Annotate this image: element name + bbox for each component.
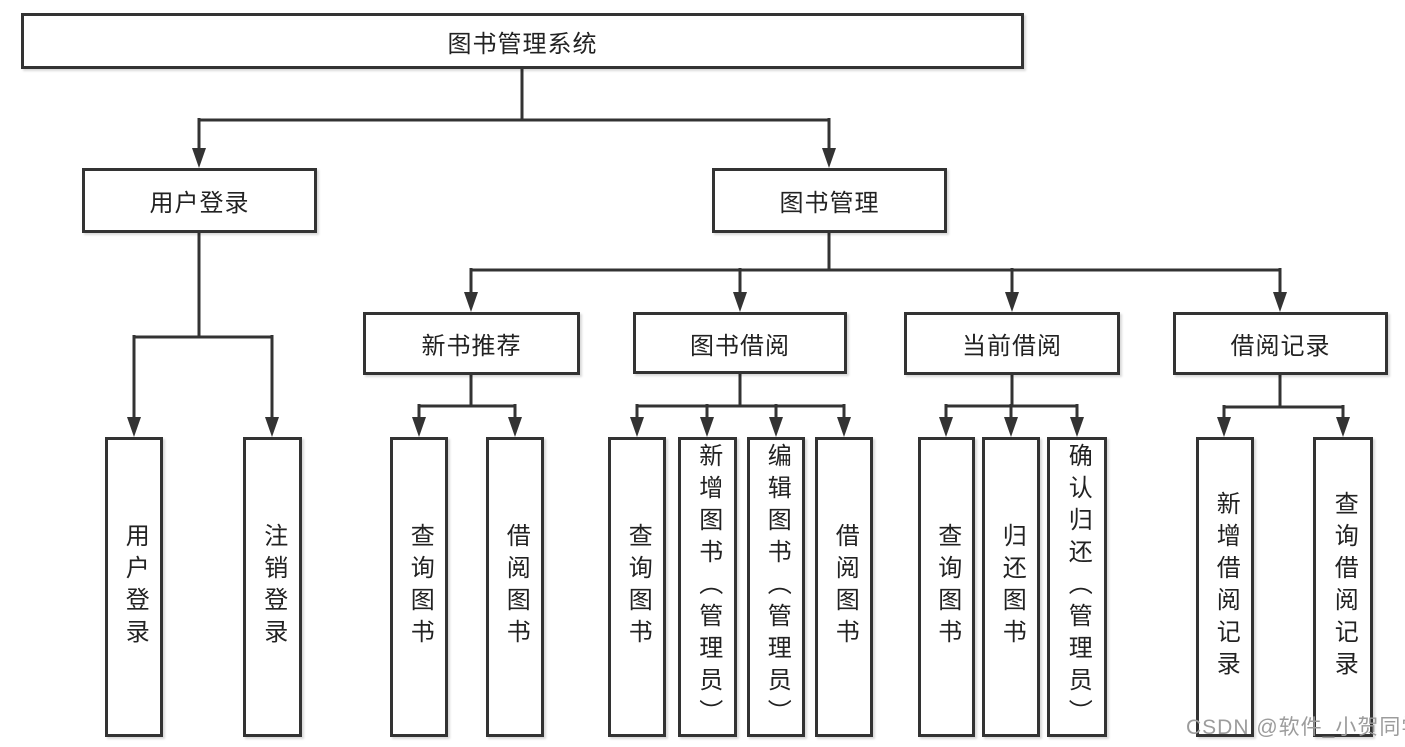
- leaf-add-book-admin: 新增图书（管理员）: [678, 437, 737, 737]
- node-library-system: 图书管理系统: [21, 13, 1024, 69]
- leaf-edit-book-admin: 编辑图书（管理员）: [747, 437, 805, 737]
- leaf-add-borrow-record: 新增借阅记录: [1196, 437, 1254, 737]
- arrowhead-down-icons: [127, 148, 1350, 437]
- node-borrow-records: 借阅记录: [1173, 312, 1388, 375]
- node-book-management: 图书管理: [712, 168, 947, 233]
- leaf-user-login: 用户登录: [105, 437, 163, 737]
- watermark: CSDN @软件_小贺同学: [1186, 716, 1405, 739]
- leaf-return-book: 归还图书: [982, 437, 1040, 737]
- leaf-confirm-return-admin: 确认归还（管理员）: [1047, 437, 1107, 737]
- node-user-login: 用户登录: [82, 168, 317, 233]
- leaf-query-books-current: 查询图书: [918, 437, 975, 737]
- leaf-query-books-borrow: 查询图书: [608, 437, 666, 737]
- leaf-borrow-books: 借阅图书: [815, 437, 873, 737]
- leaf-query-borrow-record: 查询借阅记录: [1313, 437, 1373, 737]
- node-book-borrow: 图书借阅: [633, 312, 847, 374]
- node-current-borrow: 当前借阅: [904, 312, 1120, 375]
- leaf-query-books-recommend: 查询图书: [390, 437, 448, 737]
- leaf-borrow-books-recommend: 借阅图书: [486, 437, 544, 737]
- node-new-book-recommend: 新书推荐: [363, 312, 580, 375]
- leaf-logout: 注销登录: [243, 437, 302, 737]
